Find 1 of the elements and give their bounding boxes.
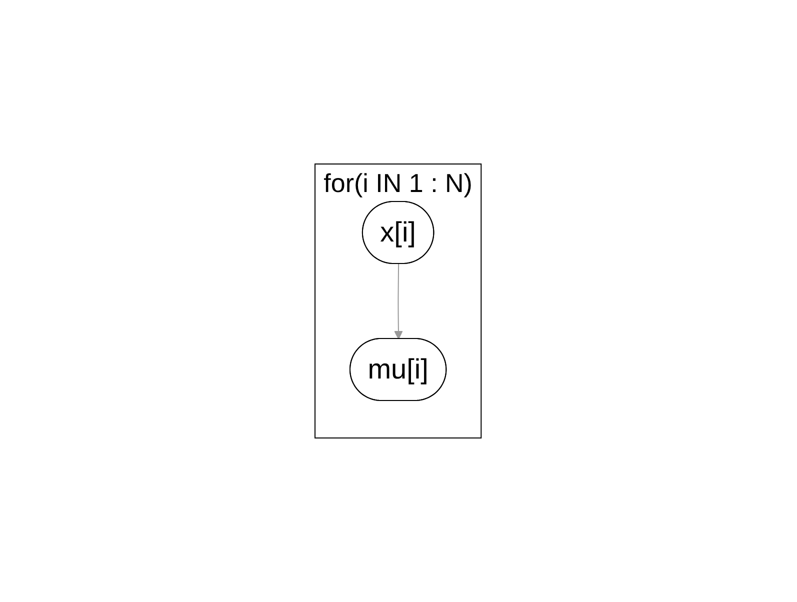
arrow [394, 264, 404, 340]
